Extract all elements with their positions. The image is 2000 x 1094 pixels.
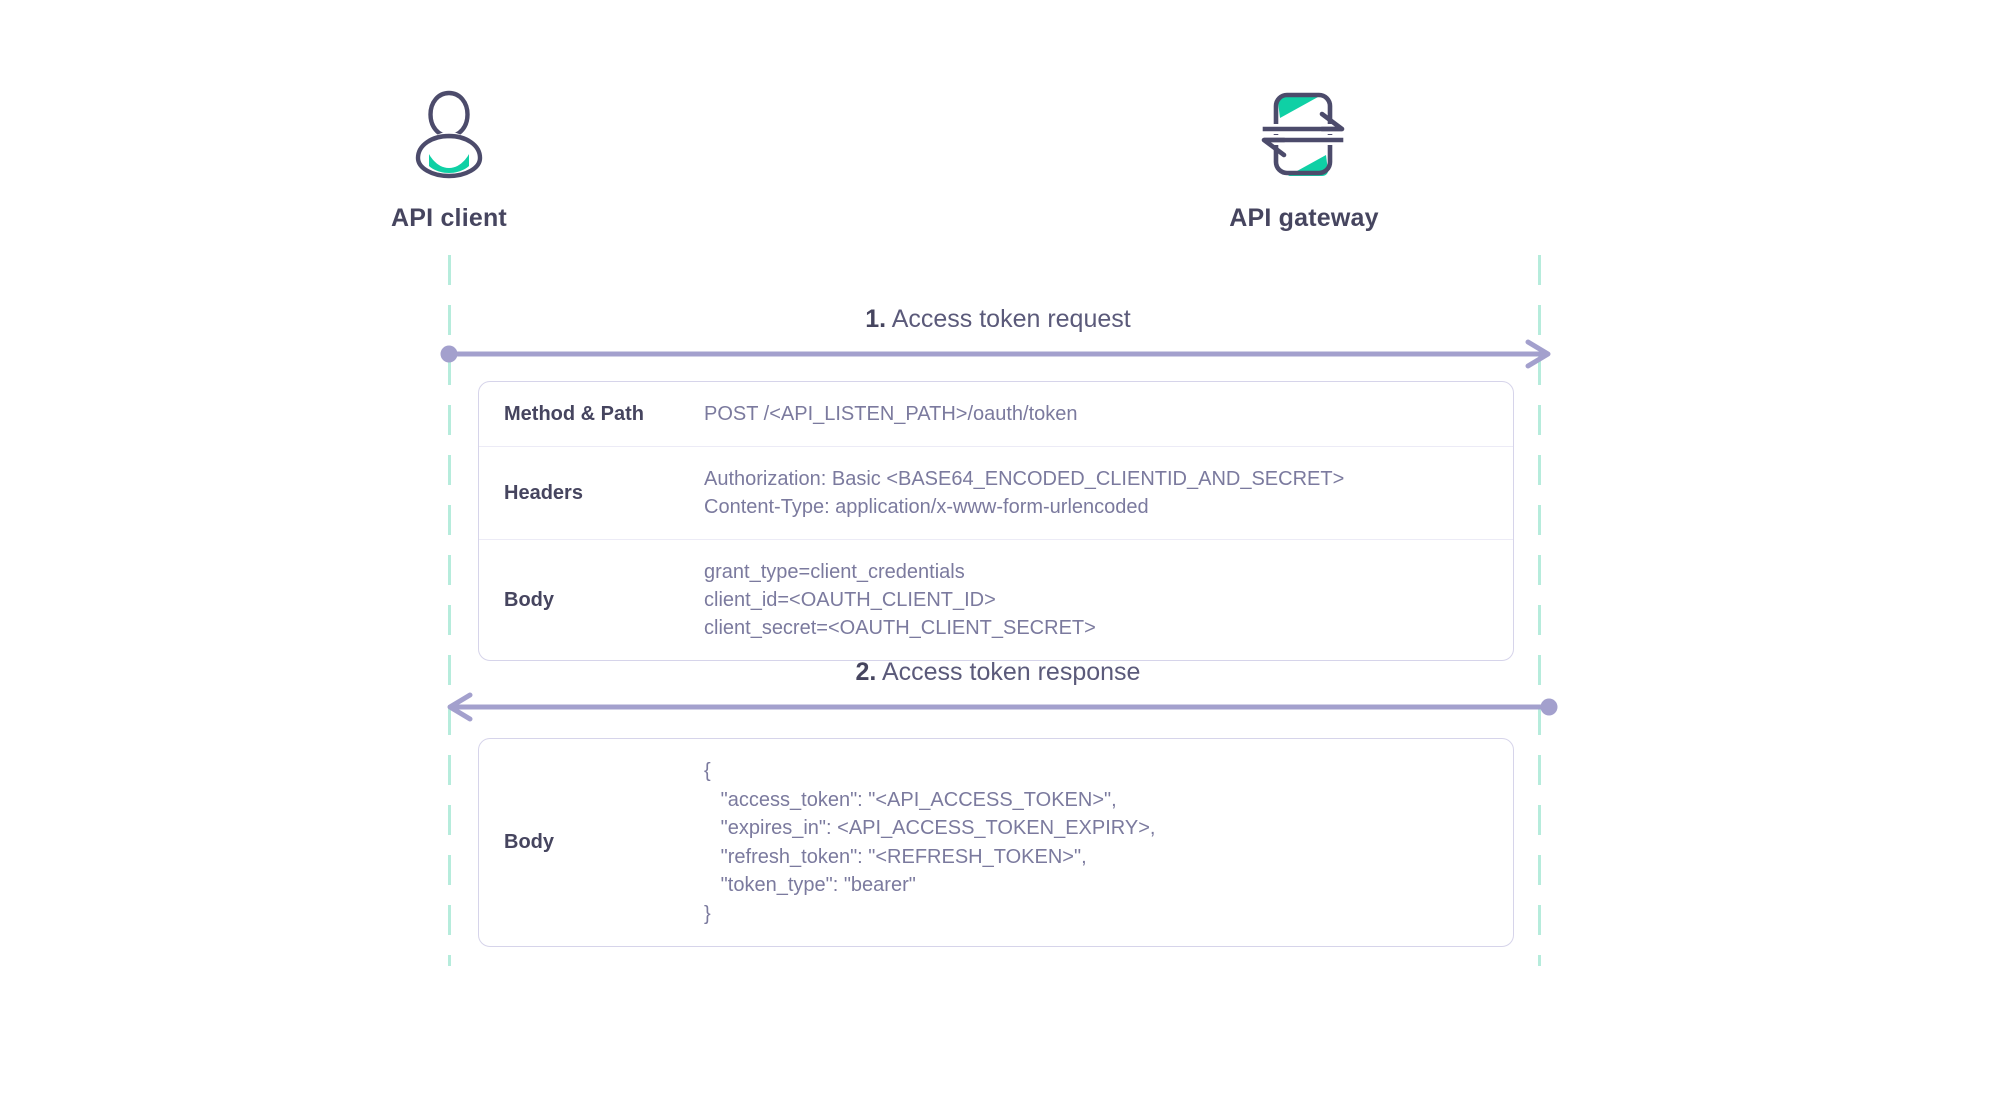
row-value: { "access_token": "<API_ACCESS_TOKEN>", …	[704, 760, 1156, 925]
lifeline-api-gateway	[1538, 255, 1541, 966]
arrowhead-right	[1525, 339, 1551, 369]
row-key: Body	[504, 831, 554, 853]
actor-api-gateway: API gateway	[1174, 86, 1434, 233]
row-value: Authorization: Basic <BASE64_ENCODED_CLI…	[704, 468, 1345, 518]
message-step-number: 1.	[865, 305, 887, 333]
table-row: Headers Authorization: Basic <BASE64_ENC…	[479, 446, 1513, 539]
row-value: POST /<API_LISTEN_PATH>/oauth/token	[704, 403, 1078, 425]
lifeline-api-client	[448, 255, 451, 966]
row-value: grant_type=client_credentials client_id=…	[704, 561, 1096, 639]
message-arrow-1	[440, 339, 1558, 369]
table-row: Body grant_type=client_credentials clien…	[479, 539, 1513, 660]
message-arrow-2	[440, 692, 1558, 722]
row-key: Body	[504, 588, 554, 611]
message-text: Access token response	[881, 658, 1141, 686]
actor-label: API client	[391, 204, 507, 232]
response-details-card: Body { "access_token": "<API_ACCESS_TOKE…	[478, 738, 1514, 947]
message-step-number: 2.	[855, 658, 877, 686]
actor-label: API gateway	[1229, 204, 1379, 232]
arrowhead-left	[447, 692, 473, 722]
user-icon	[319, 86, 579, 182]
gateway-icon	[1174, 86, 1434, 182]
row-key: Method & Path	[504, 402, 644, 425]
row-key: Headers	[504, 481, 583, 504]
actor-api-client: API client	[319, 86, 579, 233]
table-row: Body { "access_token": "<API_ACCESS_TOKE…	[479, 739, 1513, 946]
message-text: Access token request	[891, 305, 1131, 333]
message-label-1: 1. Access token request	[448, 305, 1548, 334]
table-row: Method & Path POST /<API_LISTEN_PATH>/oa…	[479, 382, 1513, 446]
message-label-2: 2. Access token response	[448, 658, 1548, 687]
request-details-card: Method & Path POST /<API_LISTEN_PATH>/oa…	[478, 381, 1514, 661]
